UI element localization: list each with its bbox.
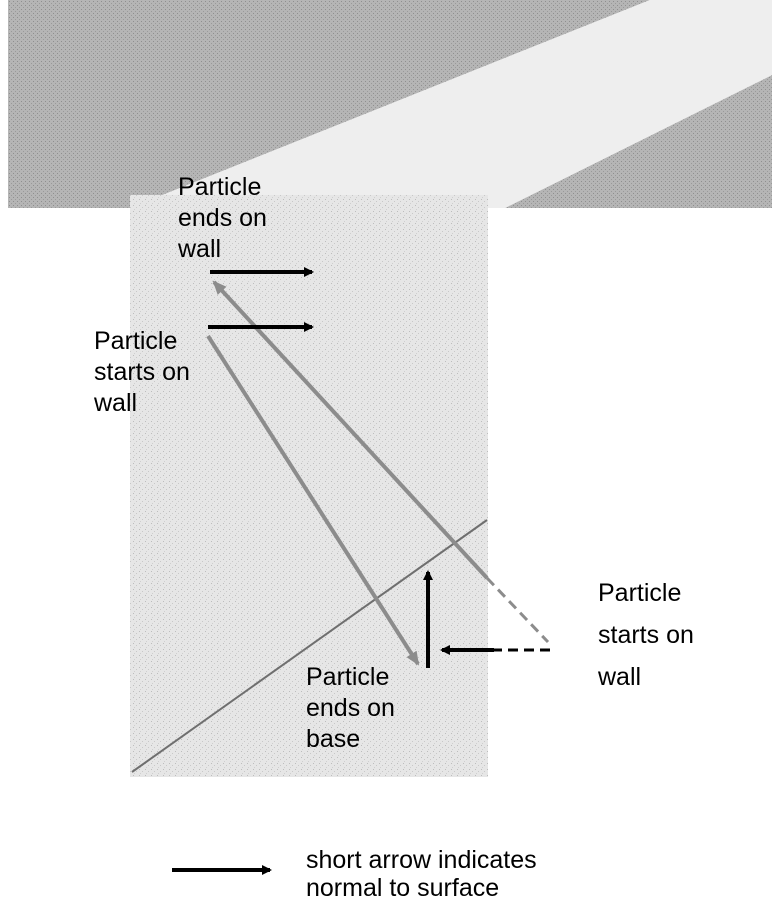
- trajectory-dashed-segment: [485, 576, 550, 644]
- label-particle-ends-on-base: Particle ends on base: [306, 663, 395, 753]
- legend-text: short arrow indicates normal to surface: [306, 846, 537, 902]
- base-line: [131, 519, 488, 773]
- label-particle-starts-on-wall-left: Particle starts on wall: [94, 327, 190, 417]
- top-surface-band: [8, 0, 650, 208]
- label-particle-starts-on-wall-right: Particle starts on wall: [598, 579, 694, 691]
- top-light-streak: [130, 0, 772, 208]
- trajectory-wall-to-wall: [212, 280, 489, 580]
- trajectory-wall-to-base: [206, 334, 420, 666]
- label-particle-ends-on-wall: Particle ends on wall: [178, 173, 267, 263]
- trench-cavity: [130, 195, 488, 777]
